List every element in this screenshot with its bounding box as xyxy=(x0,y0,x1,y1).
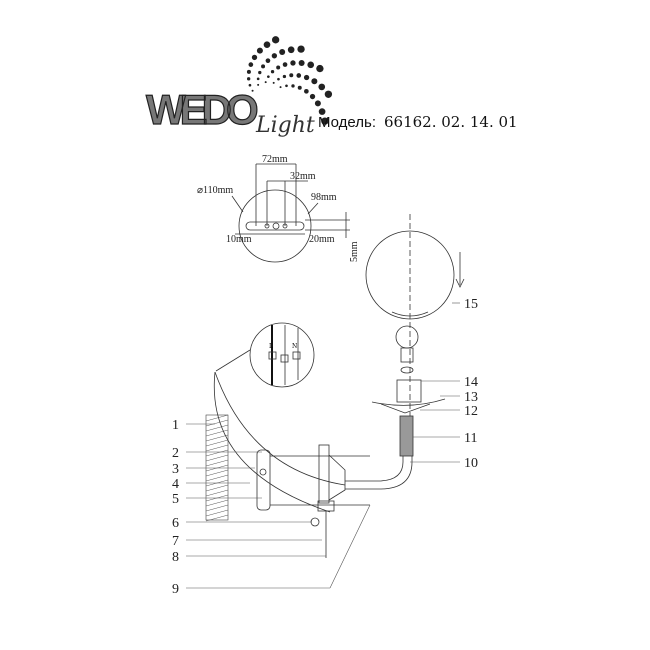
logo-dot xyxy=(271,36,280,44)
part-label-12: 12 xyxy=(464,404,478,419)
logo-dot xyxy=(324,90,333,98)
logo-dot xyxy=(279,49,286,56)
part-label-3: 3 xyxy=(172,462,179,477)
logo-dot xyxy=(276,65,281,70)
logo-dot xyxy=(251,89,254,92)
logo-dot xyxy=(264,81,267,84)
part-label-14: 14 xyxy=(464,375,478,390)
logo-dot xyxy=(282,74,287,79)
logo-dot xyxy=(321,117,329,125)
logo-dot xyxy=(298,59,305,66)
logo-dot xyxy=(282,62,288,67)
wire-live-label: L xyxy=(269,343,273,350)
part-label-7: 7 xyxy=(172,534,179,549)
logo-dot xyxy=(285,84,288,88)
logo-dot xyxy=(291,84,295,88)
dim-98: 98mm xyxy=(311,192,337,203)
model-number: 66162. 02. 14. 01 xyxy=(384,113,518,131)
logo-dot xyxy=(304,88,309,94)
logo-dot xyxy=(270,70,275,74)
logo-dot xyxy=(277,77,280,81)
logo-dot xyxy=(256,77,260,81)
part-label-10: 10 xyxy=(464,456,478,471)
logo-swirl-dots xyxy=(246,36,333,125)
part-label-6: 6 xyxy=(172,516,179,531)
part-label-9: 9 xyxy=(172,582,179,597)
logo-dot xyxy=(258,70,262,75)
logo-dot xyxy=(296,73,302,78)
logo-dot xyxy=(251,54,258,61)
logo-brand-text: WEDO xyxy=(146,86,257,133)
logo-dot xyxy=(246,77,251,81)
logo-dot xyxy=(246,69,251,74)
logo-dot xyxy=(272,81,275,84)
lamp-assembly xyxy=(345,214,465,490)
wall-bracket xyxy=(205,371,370,558)
part-label-2: 2 xyxy=(172,446,179,461)
logo-dot xyxy=(265,58,271,64)
dim-72: 72mm xyxy=(262,154,288,165)
logo-dot xyxy=(279,86,282,89)
logo-dot xyxy=(248,62,254,67)
part-label-4: 4 xyxy=(172,477,179,492)
logo-dot xyxy=(271,53,278,59)
logo-dot xyxy=(307,61,315,69)
logo-dot xyxy=(297,45,305,53)
logo-dot xyxy=(256,47,263,54)
part-label-11: 11 xyxy=(464,431,477,446)
mounting-dimensions: 72mm 32mm ⌀110mm 98mm 10mm 20mm 5mm xyxy=(197,154,360,263)
logo-dot xyxy=(316,64,324,73)
part-label-15: 15 xyxy=(464,297,478,312)
logo-dot xyxy=(263,41,271,49)
logo-dot xyxy=(311,78,318,85)
logo-dot xyxy=(290,60,296,66)
dim-10: 10mm xyxy=(226,234,252,245)
logo-sub-text: Light xyxy=(255,113,315,138)
logo-dot xyxy=(257,83,260,86)
dim-20: 20mm xyxy=(309,234,335,245)
logo-dot xyxy=(318,83,326,91)
logo-dot xyxy=(261,64,266,69)
part-label-13: 13 xyxy=(464,390,478,405)
logo-dot xyxy=(287,46,295,54)
wire-neutral-label: N xyxy=(292,343,297,350)
dim-110: ⌀110mm xyxy=(197,185,233,196)
logo-dot xyxy=(303,74,310,81)
logo-dot xyxy=(309,93,316,100)
wiring-inset: L N xyxy=(215,322,315,388)
dim-32: 32mm xyxy=(290,171,316,182)
logo-dot xyxy=(267,75,270,79)
dim-5: 5mm xyxy=(349,241,360,262)
logo-dot xyxy=(314,100,321,107)
brand-logo: WEDO Light xyxy=(145,36,333,138)
part-label-5: 5 xyxy=(172,492,179,507)
part-label-8: 8 xyxy=(172,550,179,565)
part-label-1: 1 xyxy=(172,418,179,433)
logo-dot xyxy=(318,108,326,115)
model-label: Модель: xyxy=(318,114,376,131)
logo-dot xyxy=(289,73,294,78)
logo-dot xyxy=(248,83,252,87)
logo-dot xyxy=(297,85,302,90)
